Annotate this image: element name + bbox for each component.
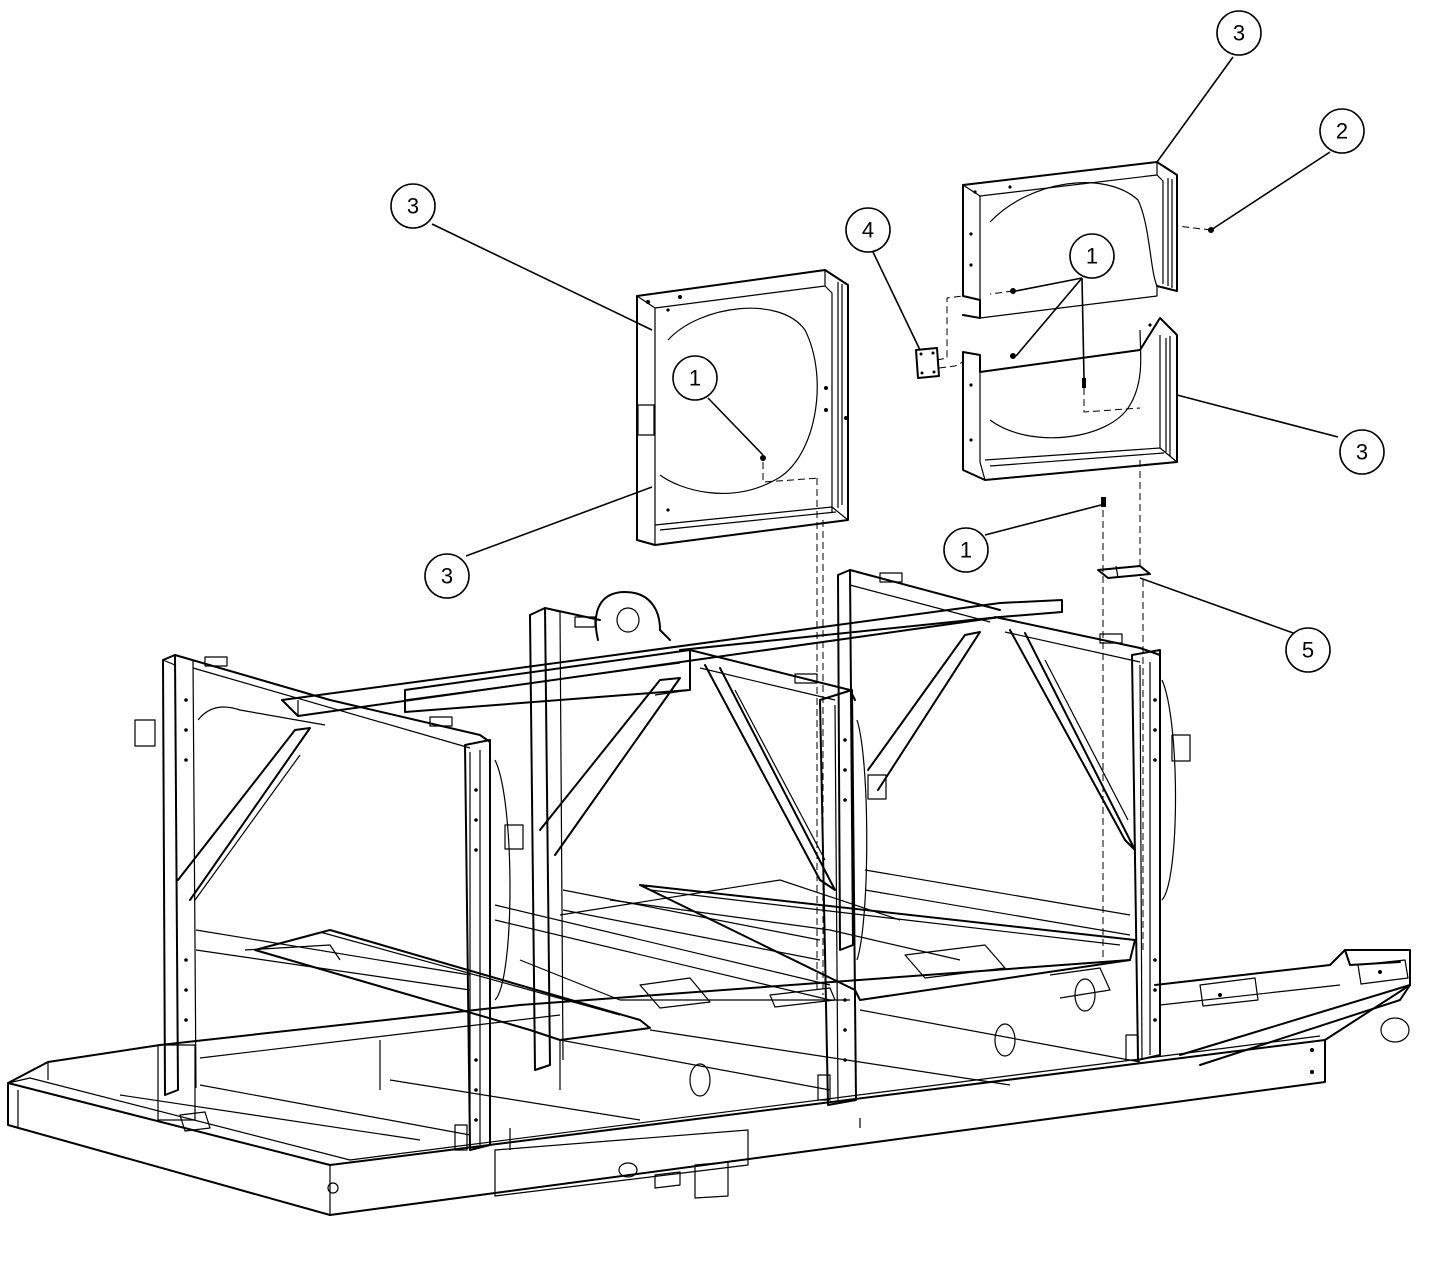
bracket-part-5 bbox=[1097, 565, 1151, 579]
right-lower-fan-shroud-half bbox=[962, 317, 1178, 481]
front-middle-upright-frame bbox=[689, 649, 887, 1106]
callout-label: 3 bbox=[1233, 21, 1245, 46]
callout-balloon-4: 4 bbox=[845, 207, 891, 253]
callout-balloon-1-mid: 1 bbox=[943, 527, 989, 573]
callout-balloon-3-left-upper: 3 bbox=[390, 183, 436, 229]
left-fan-shroud-panel bbox=[636, 269, 849, 546]
callout-balloon-1-left: 1 bbox=[672, 355, 718, 401]
callout-balloon-3-left-lower: 3 bbox=[424, 553, 470, 599]
callout-label: 1 bbox=[960, 538, 972, 563]
callout-label: 3 bbox=[1356, 440, 1368, 465]
callout-label: 3 bbox=[407, 194, 419, 219]
drawbar-hitch bbox=[1049, 949, 1411, 1066]
callout-label: 1 bbox=[689, 366, 701, 391]
callout-balloon-5: 5 bbox=[1285, 627, 1331, 673]
rear-left-upright-frame bbox=[529, 607, 821, 1071]
leader-lines bbox=[431, 56, 1339, 635]
top-longitudinal-beams bbox=[204, 572, 1123, 727]
callout-balloon-2: 2 bbox=[1319, 108, 1365, 154]
rear-right-upright-frame bbox=[837, 569, 1131, 951]
post-holes-left bbox=[184, 698, 478, 1122]
right-upper-fan-shroud-half bbox=[962, 161, 1178, 319]
base-frame bbox=[7, 959, 1326, 1216]
callout-label: 1 bbox=[1086, 244, 1098, 269]
tray-rails bbox=[254, 879, 1136, 1041]
callout-balloon-3-top-right: 3 bbox=[1216, 10, 1262, 56]
callout-label: 2 bbox=[1336, 119, 1348, 144]
callout-balloon-1-right-upper: 1 bbox=[1069, 233, 1115, 279]
small-plate-part-4 bbox=[915, 295, 964, 379]
front-right-upright-frame bbox=[994, 616, 1191, 1061]
callout-label: 5 bbox=[1302, 638, 1314, 663]
fasteners bbox=[760, 225, 1214, 507]
callout-label: 3 bbox=[441, 564, 453, 589]
callout-balloon-3-right-mid: 3 bbox=[1339, 429, 1385, 475]
front-left-upright-frame bbox=[134, 654, 524, 1151]
alignment-lines bbox=[816, 460, 1144, 995]
callout-label: 4 bbox=[862, 218, 874, 243]
